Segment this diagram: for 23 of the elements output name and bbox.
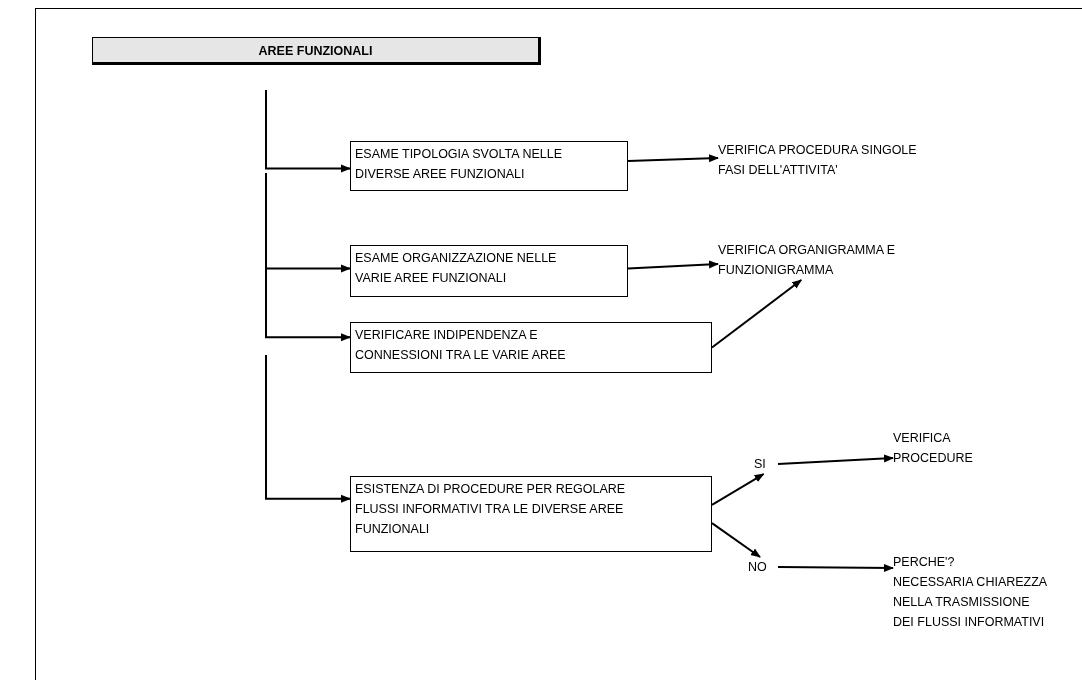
arrow: [627, 154, 719, 163]
arrow: [711, 473, 765, 506]
arrow: [265, 172, 351, 273]
note-text: NECESSARIA CHIAREZZA NELLA TRASMISSIONE DEI FLUSSI INFORMATIVI: [893, 574, 1048, 631]
process-box: ESISTENZA DI PROCEDURE PER REGOLARE FLUSSI INFORMATIVI TRA LE DIVERSE AREE FUNZIONALI: [350, 476, 712, 552]
process-box: ESAME TIPOLOGIA SVOLTA NELLE DIVERSE AREE FUNZIONALI: [350, 141, 628, 191]
result-text: VERIFICA PROCEDURE: [893, 428, 1003, 468]
arrow: [777, 454, 894, 465]
arrow: [265, 254, 351, 342]
arrow: [265, 89, 351, 173]
arrow: [777, 563, 894, 572]
result-text: VERIFICA PROCEDURA SINGOLE FASI DELL'ATTIVITA': [718, 140, 933, 180]
result-text: VERIFICA ORGANIGRAMMA E FUNZIONIGRAMMA: [718, 240, 903, 280]
question-text: PERCHE'?: [893, 554, 956, 571]
arrow: [711, 522, 761, 558]
process-box: ESAME ORGANIZZAZIONE NELLE VARIE AREE FUNZIONALI: [350, 245, 628, 297]
arrow: [627, 260, 719, 270]
branch-label: SI: [754, 454, 778, 474]
process-box: VERIFICARE INDIPENDENZA E CONNESSIONI TRA LE VARIE AREE: [350, 322, 712, 373]
header-box: AREE FUNZIONALI: [92, 37, 541, 65]
arrow: [711, 279, 803, 349]
branch-label: NO: [748, 557, 778, 577]
arrow: [265, 354, 351, 503]
